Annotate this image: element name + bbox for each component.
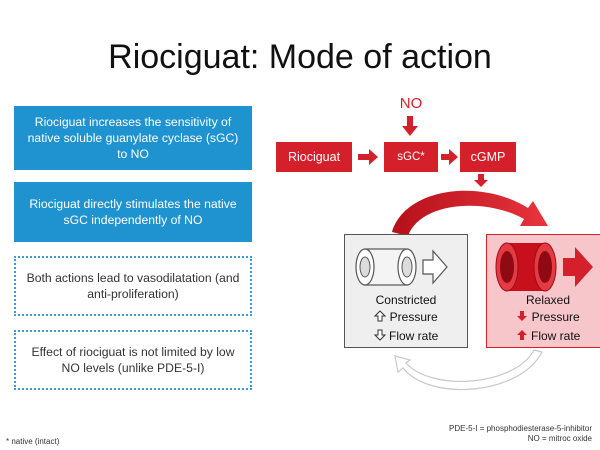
relaxed-flow: Flow rate bbox=[530, 329, 581, 343]
relaxed-pressure: Pressure bbox=[531, 310, 580, 324]
sensitivity-text: Riociguat increases the sensitivity of n… bbox=[27, 115, 239, 161]
constricted-flow-row: Flow rate bbox=[345, 329, 467, 343]
arrow-down-red-icon bbox=[517, 311, 528, 321]
relaxed-pressure-row: Pressure bbox=[487, 310, 600, 324]
abbreviations: PDE-5-I = phosphodiesterase-5-inhibitor … bbox=[449, 424, 592, 444]
relaxed-title: Relaxed bbox=[525, 293, 571, 307]
no-levels-text: Effect of riociguat is not limited by lo… bbox=[31, 345, 235, 375]
vasodilatation-text: Both actions lead to vasodilatation (and… bbox=[26, 271, 240, 301]
sgc-box: sGC* bbox=[384, 142, 438, 172]
constricted-flow: Flow rate bbox=[388, 329, 439, 343]
abbreviation-no: NO = mitroc oxide bbox=[527, 434, 592, 443]
no-down-arrow bbox=[402, 116, 418, 136]
arrow-riociguat-sgc bbox=[358, 149, 378, 165]
no-levels-box: Effect of riociguat is not limited by lo… bbox=[14, 330, 252, 390]
vasodilatation-box: Both actions lead to vasodilatation (and… bbox=[14, 256, 252, 316]
cgmp-down-arrow bbox=[474, 174, 488, 187]
relaxed-vessel-icon bbox=[495, 242, 593, 292]
sensitivity-box: Riociguat increases the sensitivity of n… bbox=[14, 106, 252, 170]
grey-return-arrow bbox=[394, 349, 543, 391]
abbreviation-pde: PDE-5-I = phosphodiesterase-5-inhibitor bbox=[449, 424, 592, 433]
constricted-panel: Constricted Pressure Flow rate bbox=[344, 234, 468, 348]
stimulation-box: Riociguat directly stimulates the native… bbox=[14, 182, 252, 242]
cgmp-box: cGMP bbox=[460, 142, 516, 172]
page-title: Riociguat: Mode of action bbox=[108, 38, 492, 76]
constricted-vessel-icon bbox=[355, 248, 448, 286]
constricted-title: Constricted bbox=[375, 293, 437, 307]
red-curved-arrow bbox=[392, 190, 548, 236]
relaxed-flow-row: Flow rate bbox=[487, 329, 600, 343]
arrow-up-red-icon bbox=[516, 330, 527, 340]
stimulation-text: Riociguat directly stimulates the native… bbox=[29, 197, 237, 227]
constricted-pressure: Pressure bbox=[389, 310, 438, 324]
arrow-up-outline-icon bbox=[374, 310, 387, 322]
footnote: * native (intact) bbox=[6, 437, 60, 446]
no-label: NO bbox=[399, 95, 423, 112]
constricted-pressure-row: Pressure bbox=[345, 310, 467, 324]
riociguat-box: Riociguat bbox=[276, 142, 352, 172]
arrow-sgc-cgmp bbox=[441, 149, 458, 165]
relaxed-panel: Relaxed Pressure Flow rate bbox=[486, 234, 600, 348]
arrow-down-outline-icon bbox=[373, 329, 386, 341]
